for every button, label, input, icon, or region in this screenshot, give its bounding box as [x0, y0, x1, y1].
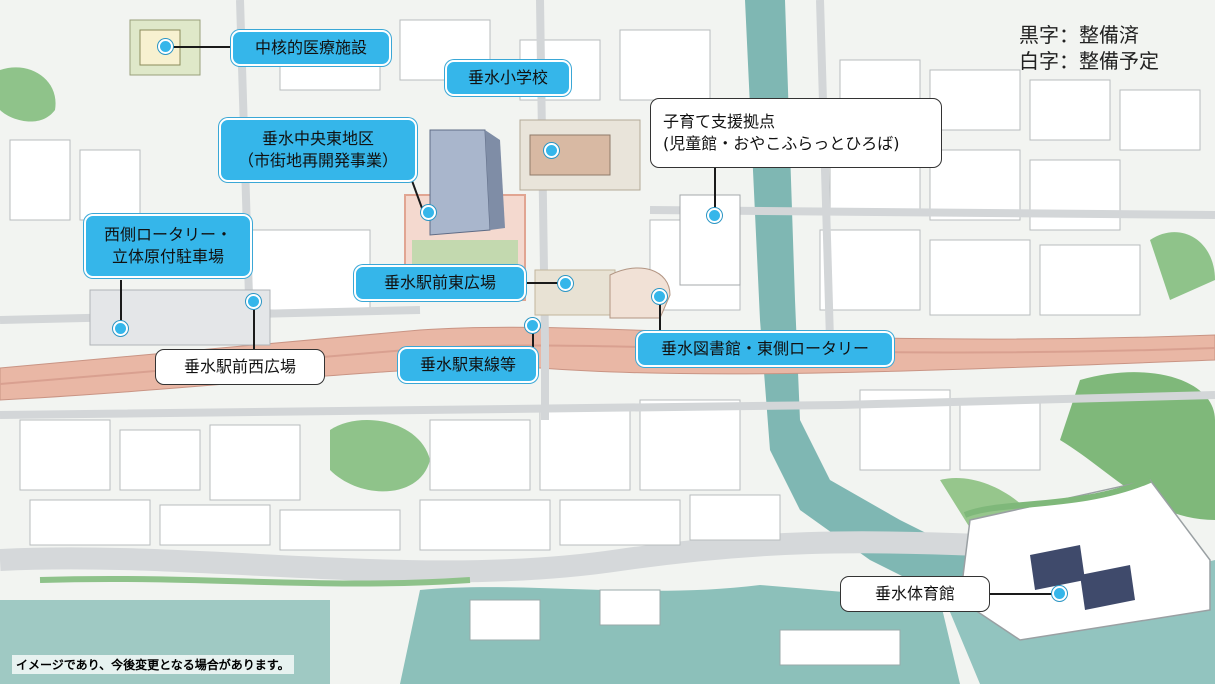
tree-cluster	[0, 67, 56, 122]
label-school[interactable]: 垂水小学校	[445, 60, 571, 96]
central-east-tower	[429, 129, 505, 236]
label-gym[interactable]: 垂水体育館	[840, 576, 990, 612]
marker-east-line[interactable]	[525, 318, 540, 333]
label-central-east[interactable]: 垂水中央東地区 （市街地再開発事業）	[219, 118, 417, 182]
leader-east-plaza	[525, 282, 565, 284]
label-library[interactable]: 垂水図書館・東側ロータリー	[636, 331, 894, 367]
river	[745, 0, 980, 600]
disclaimer: イメージであり、今後変更となる場合があります。	[12, 655, 294, 674]
leader-medical	[165, 46, 231, 48]
marker-library[interactable]	[652, 289, 667, 304]
marker-gym[interactable]	[1052, 586, 1067, 601]
pier	[599, 589, 661, 626]
legend: 黒字：整備済 白字：整備予定	[1019, 22, 1159, 74]
coastal-road	[0, 531, 981, 583]
hill-green	[1060, 372, 1215, 520]
label-medical[interactable]: 中核的医療施設	[231, 30, 391, 66]
marker-west-plaza[interactable]	[246, 294, 261, 309]
marker-west-rotary[interactable]	[113, 321, 128, 336]
coastal-green	[39, 575, 471, 587]
label-west-rotary[interactable]: 西側ロータリー・ 立体原付駐車場	[84, 214, 252, 278]
leader-gym	[990, 593, 1060, 595]
label-west-plaza[interactable]: 垂水駅前西広場	[155, 349, 325, 385]
legend-planned: 白字：整備予定	[1019, 49, 1159, 73]
pier	[469, 599, 541, 641]
east-plaza-area	[534, 269, 616, 316]
marker-childcare[interactable]	[707, 208, 722, 223]
label-east-plaza[interactable]: 垂水駅前東広場	[354, 265, 526, 301]
tree-cluster	[1150, 232, 1215, 300]
gym-building	[1080, 565, 1135, 610]
gym-green	[963, 477, 1152, 518]
marker-central-east[interactable]	[421, 205, 436, 220]
pier	[779, 629, 901, 666]
library-building	[609, 267, 671, 319]
school-building	[529, 134, 611, 176]
label-childcare[interactable]: 子育て支援拠点 (児童館・おやこふらっとひろば)	[650, 98, 942, 168]
marker-medical[interactable]	[158, 39, 173, 54]
label-east-line[interactable]: 垂水駅東線等	[398, 347, 538, 383]
legend-done: 黒字：整備済	[1019, 23, 1139, 47]
leader-childcare	[714, 165, 716, 215]
leader-east-line	[532, 325, 534, 347]
marker-school[interactable]	[544, 143, 559, 158]
leader-library	[659, 296, 661, 332]
west-plaza-area	[89, 289, 271, 346]
leader-west-rotary	[120, 280, 122, 328]
tree-cluster	[330, 420, 430, 492]
gym-building	[1030, 545, 1085, 590]
leader-west-plaza	[253, 300, 255, 350]
marker-east-plaza[interactable]	[558, 276, 573, 291]
